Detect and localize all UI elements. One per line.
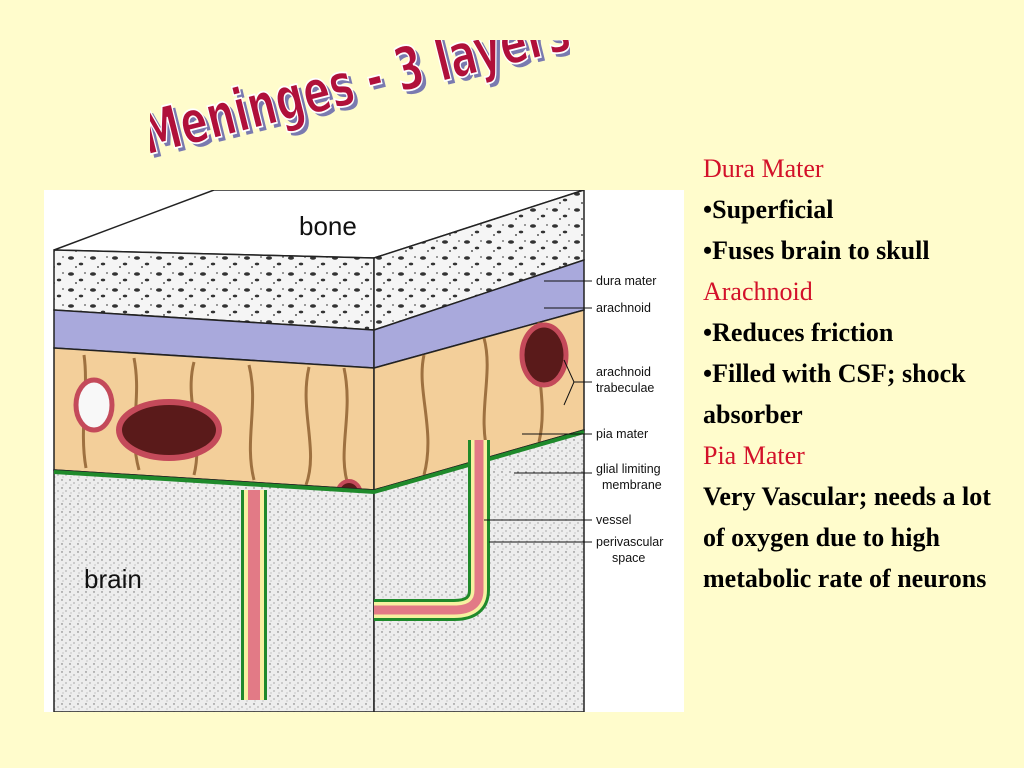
label-pia-mater: pia mater [596,427,648,441]
slide-title: Meninges - 3 layers Meninges - 3 layers [133,0,581,174]
vessel-side [519,322,569,388]
label-vessel: vessel [596,513,631,527]
arachnoid-point-2: •Filled with CSF; shock absorber [703,359,966,429]
vessel-large [116,399,222,461]
arachnoid-heading: Arachnoid [703,277,813,306]
label-arachnoid-trabeculae-2: trabeculae [596,381,654,395]
notes-panel: Dura Mater •Superficial •Fuses brain to … [703,148,1003,599]
label-perivascular-1: perivascular [596,535,663,549]
arachnoid-point-1: •Reduces friction [703,318,894,347]
slide-title-text: Meninges - 3 layers [150,40,570,160]
pia-mater-heading: Pia Mater [703,441,805,470]
pia-mater-line [53,430,585,495]
label-arachnoid-trabeculae-1: arachnoid [596,365,651,379]
pia-mater-text: Very Vascular; needs a lot of oxygen due… [703,482,991,593]
vessel-left [73,377,115,433]
bone-label: bone [299,211,357,241]
label-dura-mater: dura mater [596,274,656,288]
label-glial-1: glial limiting [596,462,661,476]
label-glial-2: membrane [602,478,662,492]
dura-mater-point-2: •Fuses brain to skull [703,236,930,265]
dura-mater-point-1: •Superficial [703,195,834,224]
dura-mater-heading: Dura Mater [703,154,824,183]
label-arachnoid: arachnoid [596,301,651,315]
penetrating-vessel-right [374,440,490,621]
label-perivascular-2: space [612,551,645,565]
label-leaders [484,280,592,543]
brain-label: brain [84,564,142,594]
meninges-diagram: bone brain dura mater arachnoid arachnoi… [44,190,684,712]
